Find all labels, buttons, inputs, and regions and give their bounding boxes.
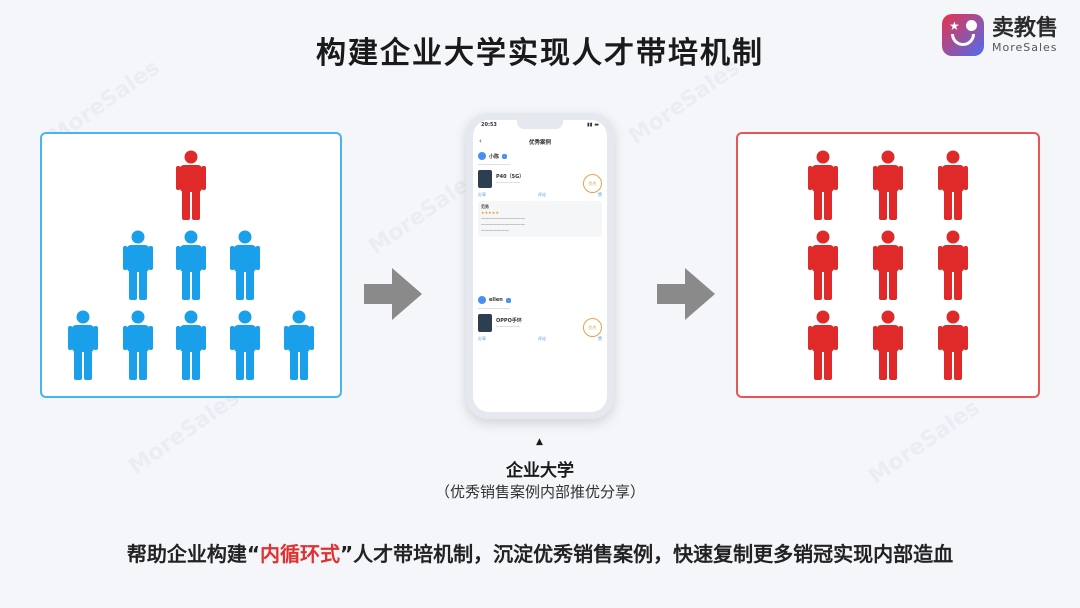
- card-user: 小陈: [489, 153, 500, 160]
- status-time: 20:53: [481, 122, 497, 128]
- caret-icon: ▲: [536, 437, 543, 447]
- arrow-right-icon: [364, 268, 422, 320]
- person-icon: [123, 310, 153, 380]
- page-title: 构建企业大学实现人才带培机制: [316, 36, 764, 71]
- person-icon: [938, 310, 968, 380]
- comment-button[interactable]: 评论: [538, 192, 546, 197]
- person-icon: [873, 310, 903, 380]
- back-icon[interactable]: ‹: [479, 137, 482, 145]
- person-icon: [176, 310, 206, 380]
- logo: ★ 卖教售 MoreSales: [941, 14, 1058, 56]
- reviewer-name: 范勇: [481, 204, 489, 209]
- product-image: [478, 314, 492, 332]
- person-icon: [176, 230, 206, 300]
- phone-mockup: 20:53▮▮ ▬ ‹ 优秀案例 小陈· ———————— 优秀 P40（5G）…: [466, 113, 614, 419]
- rating-stars: ★★★★★: [481, 210, 499, 215]
- logo-en: MoreSales: [991, 40, 1058, 54]
- like-button[interactable]: 赞: [598, 192, 602, 197]
- excellent-stamp: 优秀: [583, 318, 602, 337]
- like-button[interactable]: 赞: [598, 336, 602, 341]
- comment-button[interactable]: 评论: [538, 336, 546, 341]
- person-icon: [284, 310, 314, 380]
- logo-cn: 卖教售: [991, 15, 1058, 41]
- case-card[interactable]: ellen· ———————— 优秀 OPPO手环—————— 分享评论赞: [478, 296, 602, 341]
- person-icon: [123, 230, 153, 300]
- share-button[interactable]: 分享: [478, 336, 486, 341]
- person-icon: [808, 150, 838, 220]
- logo-icon: ★: [941, 14, 984, 56]
- person-icon: [230, 230, 260, 300]
- product-name: OPPO手环: [496, 318, 522, 324]
- product-name: P40（5G）: [496, 174, 525, 180]
- person-icon: [230, 310, 260, 380]
- phone-screen: 20:53▮▮ ▬ ‹ 优秀案例 小陈· ———————— 优秀 P40（5G）…: [473, 120, 607, 412]
- screen-title: 优秀案例: [528, 140, 551, 146]
- statement-after: ”人才带培机制，沉淀优秀销售案例，快速复制更多销冠实现内部造血: [340, 542, 954, 566]
- caption-main: 企业大学: [506, 461, 574, 481]
- person-icon: [808, 310, 838, 380]
- person-icon: [873, 230, 903, 300]
- person-icon: [873, 150, 903, 220]
- product-image: [478, 170, 492, 188]
- share-button[interactable]: 分享: [478, 192, 486, 197]
- person-icon: [938, 150, 968, 220]
- person-icon: [938, 230, 968, 300]
- arrow-right-icon: [657, 268, 715, 320]
- case-card[interactable]: 小陈· ———————— 优秀 P40（5G）—————— 分享评论赞 范勇★★…: [478, 152, 602, 237]
- card-user: ellen: [489, 297, 503, 303]
- bottom-statement: 帮助企业构建“内循环式”人才带培机制，沉淀优秀销售案例，快速复制更多销冠实现内部…: [0, 538, 1080, 567]
- battery-icon: ▮▮ ▬: [587, 122, 599, 128]
- caption-sub: （优秀销售案例内部推优分享）: [434, 483, 645, 501]
- person-icon: [68, 310, 98, 380]
- excellent-stamp: 优秀: [583, 174, 602, 193]
- avatar: [478, 296, 486, 304]
- person-icon: [808, 230, 838, 300]
- person-icon: [176, 150, 206, 220]
- avatar: [478, 152, 486, 160]
- comment-block: 范勇★★★★★—————————————————————————————: [478, 201, 602, 237]
- statement-before: 帮助企业构建“: [126, 542, 260, 566]
- statement-highlight: 内循环式: [260, 542, 340, 566]
